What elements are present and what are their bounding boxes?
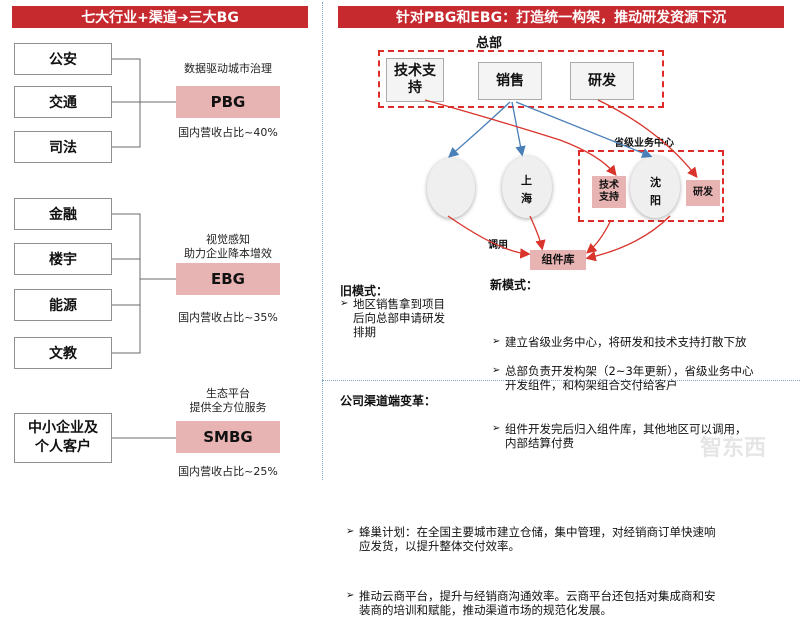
group2-bracket: [112, 213, 176, 354]
new-model-bullet-1: 建立省级业务中心，将研发和技术支持打散下放: [492, 335, 792, 349]
channel-b2-line2: 装商的培训和赋能，推动渠道市场的规范化发展。: [359, 603, 612, 617]
prov-tech-line1: 技术: [599, 180, 619, 191]
pbg-description: 数据驱动城市治理: [184, 62, 272, 75]
industry-police: 公安: [14, 43, 112, 75]
smbg-description-line1: 生态平台: [206, 387, 250, 400]
hq-sales: 销售: [478, 62, 542, 100]
sme-line1: 中小企业及: [28, 420, 98, 436]
left-header: 七大行业+渠道➔三大BG: [12, 6, 308, 28]
new-model-bullet-3: 组件开发完后归入组件库，其他地区可以调用， 内部结算付费: [492, 422, 792, 450]
ebg-revenue-share: 国内营收占比~35%: [178, 311, 278, 324]
ebg-description-line2: 助力企业降本增效: [184, 247, 272, 260]
watermark: 智东西: [700, 436, 767, 461]
old-model-line3: 排期: [353, 325, 376, 339]
region-circle-shenyang: [630, 156, 680, 218]
shanghai-line1: 上: [521, 174, 532, 187]
prov-tech-line2: 支持: [599, 192, 619, 203]
right-header: 针对PBG和EBG：打造统一构架，推动研发资源下沉: [338, 6, 784, 28]
hq-tech-line2: 持: [408, 80, 422, 96]
new-model-b3-line1: 组件开发完后归入组件库，其他地区可以调用，: [505, 422, 747, 436]
ebg-description-line1: 视觉感知: [206, 233, 250, 246]
flow-arrows: [424, 99, 698, 262]
industry-justice: 司法: [14, 131, 112, 163]
left-connectors: [112, 58, 176, 439]
hq-rd: 研发: [570, 62, 634, 100]
industry-education: 文教: [14, 337, 112, 369]
shanghai-line2: 海: [521, 192, 532, 205]
old-model-title: 旧模式：: [340, 284, 389, 298]
channel-bullet-2: 推动云商平台，提升与经销商沟通效率。云商平台还包括对集成商和安 装商的培训和赋能…: [346, 589, 786, 617]
new-model-bullet-2: 总部负责开发构架（2~3年更新），省级业务中心 开发组件，和构架组合交付给客户: [492, 364, 792, 392]
province-tech-support: 技术 支持: [592, 176, 626, 208]
smbg-box: SMBG: [176, 421, 280, 453]
industry-transport: 交通: [14, 86, 112, 118]
province-center-label: 省级业务中心: [614, 138, 674, 149]
hq-label: 总部: [476, 36, 503, 51]
pbg-box: PBG: [176, 86, 280, 118]
smbg-revenue-share: 国内营收占比~25%: [178, 465, 278, 478]
panel-divider: [322, 2, 323, 480]
component-library: 组件库: [530, 250, 586, 270]
new-model-b1: 建立省级业务中心，将研发和技术支持打散下放: [505, 335, 747, 349]
region-circle-shanghai: [502, 156, 552, 218]
industry-sme-individual: 中小企业及 个人客户: [14, 413, 112, 463]
industry-building: 楼宇: [14, 243, 112, 275]
hq-dashed-frame: [378, 50, 664, 108]
old-model-line1: 地区销售拿到项目: [353, 297, 445, 311]
pbg-revenue-share: 国内营收占比~40%: [178, 126, 278, 139]
province-rd: 研发: [686, 180, 720, 206]
sme-line2: 个人客户: [35, 439, 91, 455]
smbg-description-line2: 提供全方位服务: [189, 401, 267, 414]
channel-b1-line2: 应发货，以提升整体交付效率。: [359, 539, 520, 553]
channel-title: 公司渠道端变革：: [340, 394, 437, 408]
industry-energy: 能源: [14, 289, 112, 321]
new-model-b3-line2: 内部结算付费: [505, 436, 574, 450]
channel-b2-line1: 推动云商平台，提升与经销商沟通效率。云商平台还包括对集成商和安: [359, 589, 716, 603]
industry-finance: 金融: [14, 198, 112, 230]
hq-tech-line1: 技术支: [394, 63, 436, 79]
old-model-line2: 后向总部申请研发: [353, 311, 445, 325]
new-model-title: 新模式：: [490, 278, 539, 292]
ebg-box: EBG: [176, 263, 280, 295]
shenyang-line2: 阳: [650, 194, 661, 207]
new-model-b2-line1: 总部负责开发构架（2~3年更新），省级业务中心: [505, 364, 754, 378]
section-divider: [322, 380, 800, 381]
hq-tech-support: 技术支 持: [386, 58, 444, 102]
region-circle-blank: [427, 158, 475, 218]
shenyang-line1: 沈: [650, 176, 661, 189]
channel-b1-line1: 蜂巢计划：在全国主要城市建立仓储，集中管理，对经销商订单快速响: [359, 525, 716, 539]
group1-bracket: [112, 58, 176, 148]
old-model-bullet-1: 地区销售拿到项目 后向总部申请研发 排期: [340, 297, 470, 339]
new-model-b2-line2: 开发组件，和构架组合交付给客户: [505, 378, 678, 392]
channel-bullet-1: 蜂巢计划：在全国主要城市建立仓储，集中管理，对经销商订单快速响 应发货，以提升整…: [346, 525, 786, 553]
